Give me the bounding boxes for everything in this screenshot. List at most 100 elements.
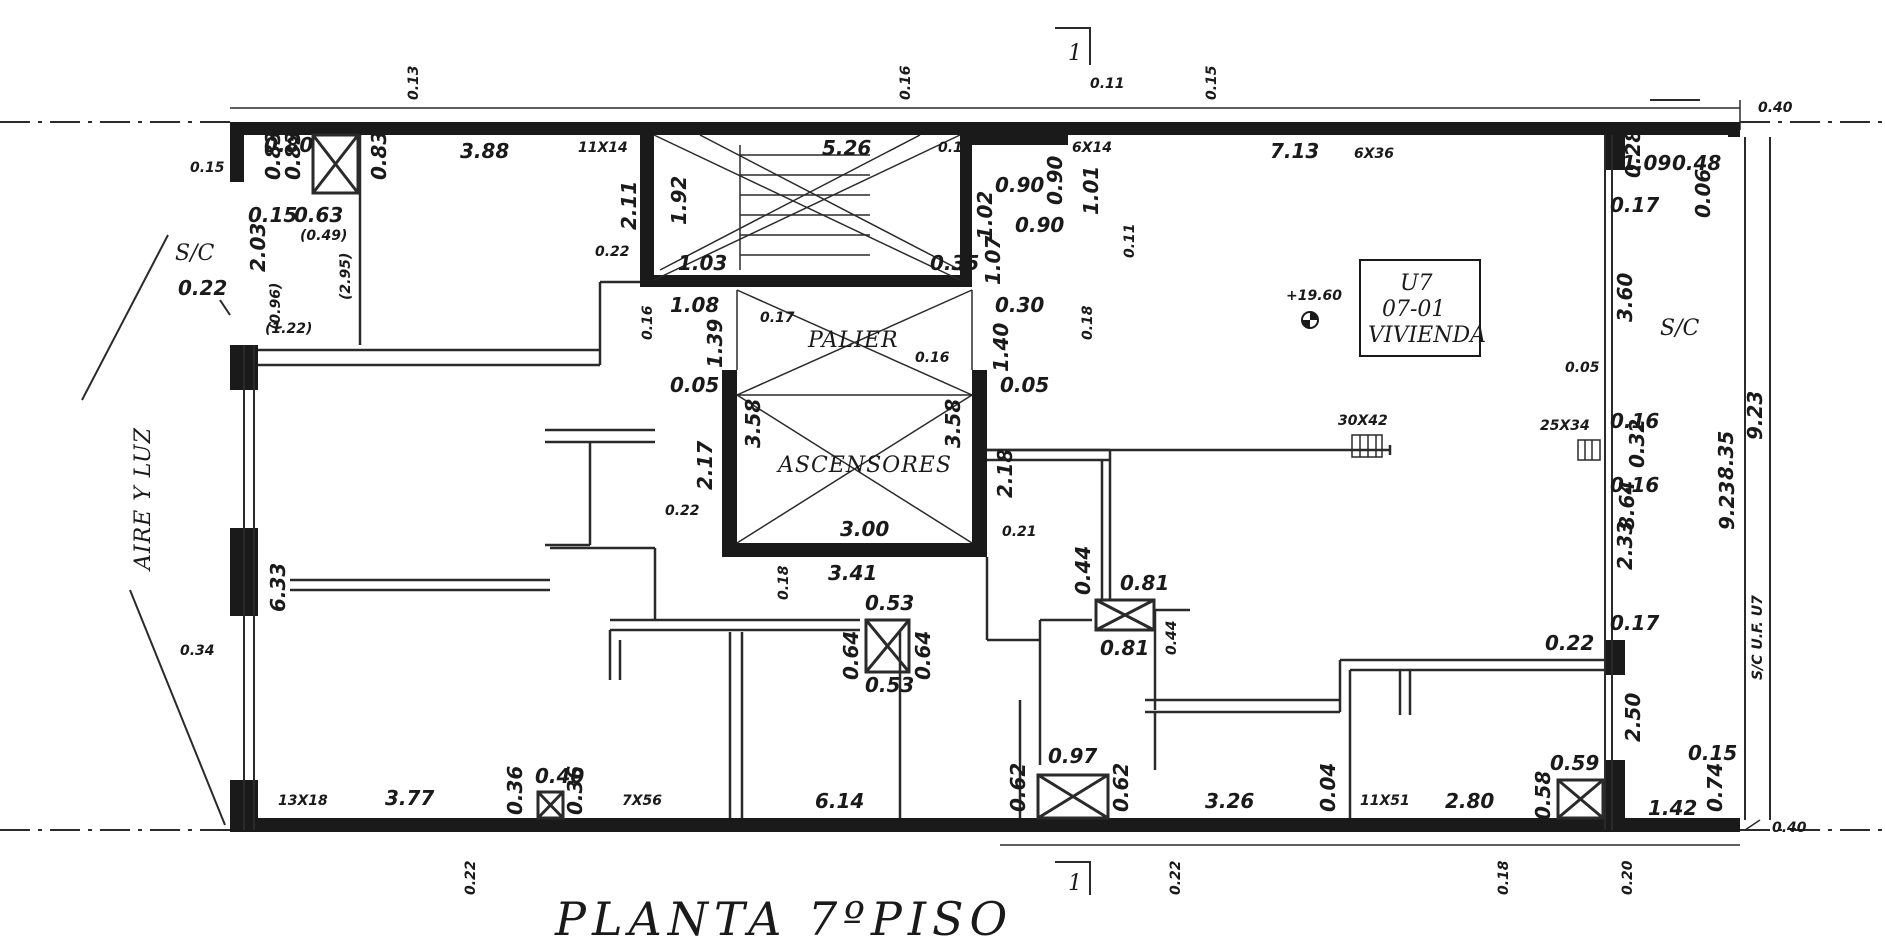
- dim: 0.16: [898, 65, 914, 100]
- dim: 0.48: [1672, 151, 1721, 175]
- dim: 1.08: [670, 293, 719, 317]
- dim: 0.22: [1168, 860, 1184, 895]
- dim: (1.22): [265, 321, 312, 337]
- dim: 0.05: [1000, 373, 1049, 397]
- dim: 0.18: [1496, 860, 1512, 895]
- dim: 0.15: [1204, 65, 1220, 100]
- unit-label-box: [1359, 259, 1481, 357]
- dim: 1.01: [1079, 166, 1103, 215]
- dim: 9.23: [1743, 391, 1767, 440]
- dim: 0.36: [503, 766, 527, 815]
- dim: 0.62: [1006, 763, 1030, 812]
- dim: 0.15: [1688, 741, 1737, 765]
- dim: 0.97: [1048, 744, 1097, 768]
- dim: 0.11: [1090, 76, 1125, 92]
- dim: 0.28: [1621, 129, 1645, 178]
- dim: 0.18: [776, 565, 792, 600]
- dimension-labels-vertical: 0.13 0.16 0.15 0.83 0.83 0.83 2.03 (0.96…: [246, 65, 1767, 895]
- dim: 25X34: [1540, 418, 1590, 434]
- dim: 0.90: [1043, 156, 1067, 205]
- dim: 0.16: [915, 350, 950, 366]
- dim: 0.80: [264, 133, 313, 157]
- dim: 0.15: [190, 160, 225, 176]
- outer-dimension-lines: [230, 100, 1761, 846]
- dim: 0.90: [1015, 213, 1064, 237]
- dim: 0.11: [938, 140, 973, 156]
- dim: 0.17: [1610, 193, 1659, 217]
- elevator-core: [722, 289, 987, 557]
- dim: 0.62: [1109, 763, 1133, 812]
- dim: 3.88: [460, 139, 509, 163]
- dim: 6X14: [1072, 140, 1112, 156]
- dim: 0.63: [294, 203, 343, 227]
- vents: [1351, 434, 1601, 461]
- dim: 6X36: [1354, 146, 1394, 162]
- dim: 2.18: [993, 449, 1017, 498]
- dim: 0.36: [563, 766, 587, 815]
- dim: 2.33: [1613, 521, 1637, 570]
- dim: 1.02: [973, 191, 997, 240]
- dim: 0.17: [760, 310, 795, 326]
- dim: 0.22: [1545, 631, 1594, 655]
- dim: 0.40: [535, 764, 584, 788]
- dim: 3.41: [828, 561, 877, 585]
- dim: 0.59: [1550, 751, 1599, 775]
- sc-left-label: S/C: [175, 241, 214, 266]
- dim: 3.77: [385, 786, 434, 810]
- aire-y-luz-label: AIRE Y LUZ: [131, 427, 156, 572]
- section-marker-top: 1: [1068, 41, 1082, 66]
- unit-level: +19.60: [1286, 288, 1342, 304]
- dim: 0.40: [1772, 820, 1807, 836]
- dim: 3.60: [1613, 273, 1637, 322]
- dim: 2.17: [693, 441, 717, 490]
- dim: 0.81: [1120, 571, 1169, 595]
- dim: 0.44: [1071, 546, 1095, 595]
- dim: 0.13: [406, 65, 422, 100]
- dim: 0.15: [248, 203, 297, 227]
- dim: 0.04: [1316, 763, 1340, 812]
- level-marker-icon: [1301, 311, 1319, 329]
- dim: 0.34: [180, 643, 215, 659]
- dim: 0.35: [930, 251, 979, 275]
- dim: 30X42: [1338, 413, 1388, 429]
- section-marker-boxes: [1055, 27, 1091, 895]
- dim: 1.09: [1622, 151, 1671, 175]
- left-facade: [81, 234, 255, 830]
- sc-right-label: S/C: [1660, 316, 1699, 341]
- dim: (0.96): [268, 283, 284, 330]
- dim: 0.81: [1100, 636, 1149, 660]
- dim: 0.83: [261, 131, 285, 180]
- stair-core: [640, 122, 1068, 287]
- dim: 0.21: [1002, 524, 1037, 540]
- dim: 0.22: [178, 276, 227, 300]
- dim: 6.33: [266, 563, 290, 612]
- dim: 1.03: [678, 251, 727, 275]
- dim: 0.90: [995, 173, 1044, 197]
- dim: 0.58: [1531, 771, 1555, 820]
- dim: 1.39: [703, 319, 727, 368]
- dim: 9.23: [1715, 481, 1739, 530]
- dim: 1.40: [989, 323, 1013, 372]
- dim: 0.22: [595, 244, 630, 260]
- dim: 0.30: [995, 293, 1044, 317]
- dim: 0.64: [839, 631, 863, 680]
- unit-code: U7: [1400, 271, 1433, 296]
- dim: 3.26: [1205, 789, 1254, 813]
- dim: 0.06: [1691, 169, 1715, 218]
- dim: 0.16: [640, 305, 656, 340]
- dim: 2.03: [246, 223, 270, 272]
- sc-ue-label: S/C U.F. U7: [1750, 595, 1766, 680]
- room-label-palier: PALIER: [807, 328, 899, 353]
- dim: 8.35: [1714, 431, 1738, 480]
- dim: 0.44: [1164, 620, 1180, 655]
- dim: 2.80: [1445, 789, 1494, 813]
- dim: 0.16: [1610, 473, 1659, 497]
- dim: 0.05: [670, 373, 719, 397]
- dim: 0.22: [463, 860, 479, 895]
- section-marker-bottom: 1: [1068, 871, 1082, 896]
- dim: 7.13: [1270, 139, 1319, 163]
- dim: 5.26: [822, 136, 871, 160]
- dim: 0.22: [665, 503, 700, 519]
- dim: 0.05: [1565, 360, 1600, 376]
